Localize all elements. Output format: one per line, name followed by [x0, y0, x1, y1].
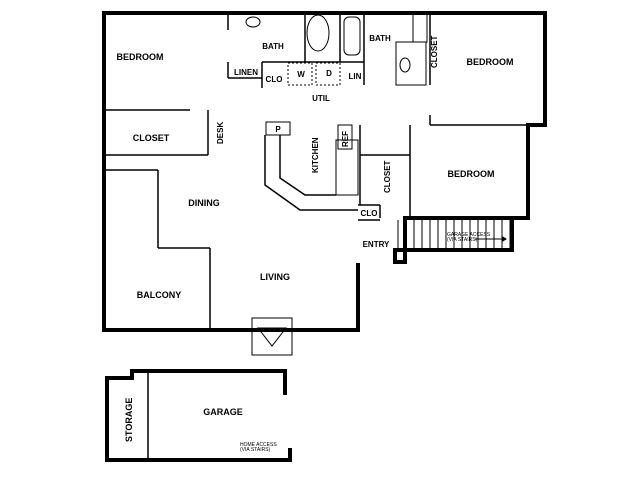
room-label-bath-left: BATH	[262, 42, 284, 51]
dryer-label: D	[326, 69, 332, 78]
room-label-dining: DINING	[188, 198, 220, 208]
room-label-util: UTIL	[312, 94, 330, 103]
garage-access-label-2: (VIA STAIRS)	[447, 237, 478, 243]
room-label-bedroom-right: BEDROOM	[467, 57, 514, 67]
washer-label: W	[297, 70, 305, 79]
room-label-desk: DESK	[216, 122, 225, 144]
room-label-balcony: BALCONY	[137, 290, 182, 300]
walls	[102, 11, 547, 332]
home-access-label-1: HOME ACCESS	[240, 442, 277, 448]
stairs	[397, 220, 511, 248]
room-label-closet-top: CLOSET	[430, 35, 439, 68]
room-label-storage: STORAGE	[124, 398, 134, 442]
garage-walls	[105, 369, 292, 462]
kitchen-counter	[264, 121, 359, 211]
garage-access-label-1: GARAGE ACCESS	[447, 232, 491, 238]
room-label-linen: LINEN	[234, 68, 258, 77]
fixtures	[245, 13, 428, 356]
home-access-label-2: (VIA STAIRS)	[240, 447, 271, 453]
room-label-lin: LIN	[349, 72, 362, 81]
room-label-entry: ENTRY	[363, 240, 390, 249]
room-label-garage: GARAGE	[203, 407, 243, 417]
room-label-bath-right: BATH	[369, 34, 391, 43]
room-label-living: LIVING	[260, 272, 290, 282]
room-label-pantry: P	[275, 125, 281, 134]
room-label-bedroom-left: BEDROOM	[117, 52, 164, 62]
room-label-bedroom-lower-right: BEDROOM	[448, 169, 495, 179]
arrow-head-icon	[502, 236, 507, 242]
room-label-clo-entry: CLO	[361, 209, 378, 218]
room-label-closet-mid: CLOSET	[383, 160, 392, 193]
room-label-ref: REF	[341, 131, 350, 147]
room-label-kitchen: KITCHEN	[311, 137, 320, 173]
room-label-clo-util: CLO	[266, 75, 283, 84]
room-label-closet-left: CLOSET	[133, 133, 170, 143]
